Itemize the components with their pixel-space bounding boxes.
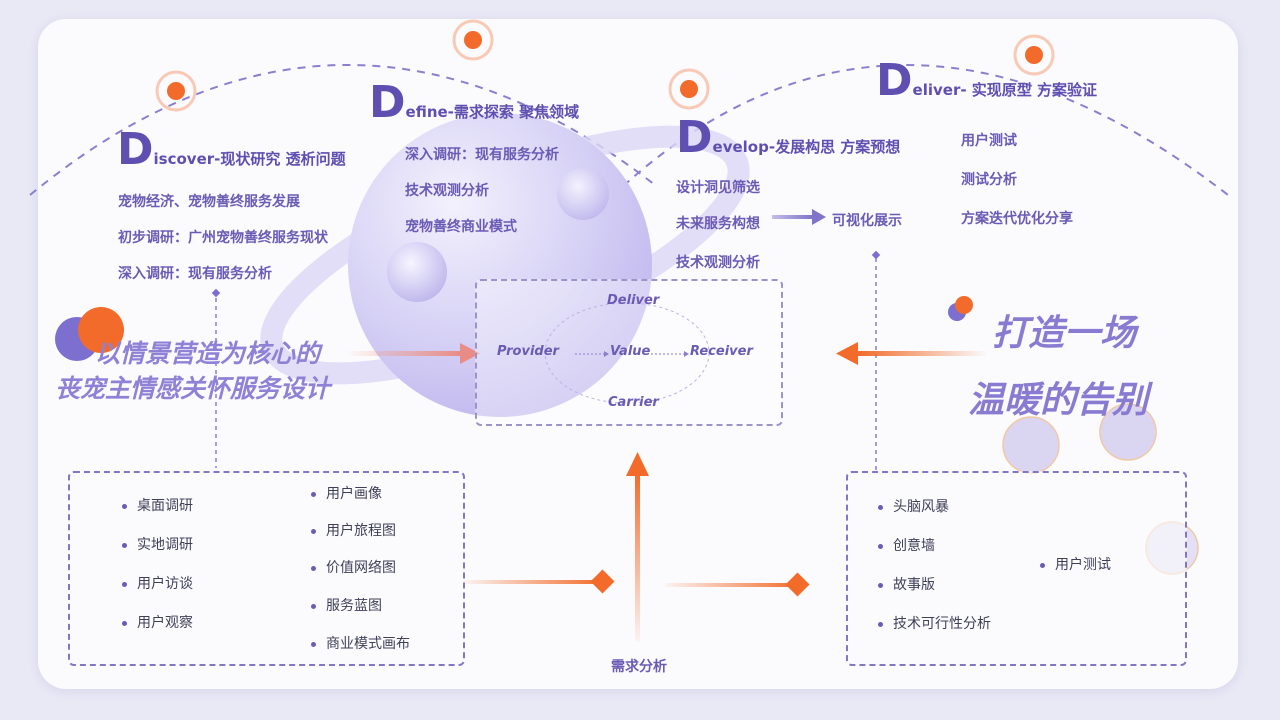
- ideation-item: 故事版: [878, 574, 935, 594]
- left-slogan-line2: 丧宠主情感关怀服务设计: [55, 374, 331, 403]
- develop-heading: Develop-发展构思 方案预想: [676, 112, 901, 163]
- deliver-item: 方案迭代优化分享: [961, 211, 1073, 227]
- left-arrow-head: [460, 343, 480, 364]
- value-model-box: Deliver Provider Value Receiver Carrier: [475, 279, 783, 426]
- arc-dot-1: [155, 70, 197, 112]
- right-slogan-line2: 温暖的告别: [968, 380, 1149, 421]
- right-arrow-head: [836, 342, 858, 365]
- define-heading: Define-需求探索 聚焦领域: [369, 77, 580, 128]
- define-item: 深入调研：现有服务分析: [405, 147, 559, 163]
- deco-ball-1: [1002, 416, 1060, 474]
- bottom-left-line: [463, 580, 603, 584]
- method-item: 实地调研: [122, 534, 193, 554]
- method-item: 用户观察: [122, 612, 193, 632]
- right-arrow-shaft: [858, 351, 988, 356]
- discover-item: 深入调研：现有服务分析: [118, 266, 272, 282]
- ideation-item: 技术可行性分析: [878, 613, 991, 633]
- receiver-node: Receiver: [690, 344, 753, 359]
- value-loop: [544, 302, 710, 404]
- moon-small: [557, 168, 609, 220]
- method-item: 价值网络图: [311, 557, 396, 577]
- discover-item: 初步调研：广州宠物善终服务现状: [118, 230, 328, 246]
- provider-node: Provider: [497, 344, 559, 359]
- ideation-item: 头脑风暴: [878, 496, 949, 516]
- define-item: 宠物善终商业模式: [405, 219, 517, 235]
- develop-item: 设计洞见筛选: [676, 180, 760, 196]
- value-node: Value: [610, 344, 651, 359]
- deliver-arc: [559, 64, 1229, 251]
- develop-item: 未来服务构想: [676, 216, 760, 232]
- method-item: 用户画像: [311, 483, 382, 503]
- arc-dot-4: [1013, 34, 1055, 76]
- deliver-heading: Deliver- 实现原型 方案验证: [876, 55, 1098, 106]
- carrier-node: Carrier: [608, 395, 659, 410]
- visualization-label: 可视化展示: [832, 213, 902, 229]
- slogan-circle-orange: [78, 307, 124, 353]
- arc-dot-2: [452, 19, 494, 61]
- deliver-node: Deliver: [607, 293, 660, 308]
- right-slogan-line1: 打造一场: [992, 313, 1137, 354]
- method-item: 用户访谈: [122, 573, 193, 593]
- method-item: 用户旅程图: [311, 520, 396, 540]
- discover-item: 宠物经济、宠物善终服务发展: [118, 194, 300, 210]
- deco-ball-2: [1099, 403, 1157, 461]
- left-arrow-shaft: [345, 351, 460, 356]
- deliver-item: 用户测试: [961, 133, 1017, 149]
- needs-analysis-label: 需求分析: [611, 659, 667, 675]
- discover-arc: [29, 64, 656, 196]
- deliver-item: 测试分析: [961, 172, 1017, 188]
- right-dot-orange: [955, 296, 973, 314]
- method-item: 商业模式画布: [311, 633, 410, 653]
- develop-item: 技术观测分析: [676, 255, 760, 271]
- method-item: 服务蓝图: [311, 595, 382, 615]
- moon-left: [387, 242, 447, 302]
- research-methods-box: [68, 471, 465, 666]
- ideation-item: 用户测试: [1040, 554, 1111, 574]
- left-slogan-line1: 以情景营造为核心的: [95, 339, 321, 368]
- method-item: 桌面调研: [122, 495, 193, 515]
- bottom-right-line: [665, 583, 800, 587]
- define-item: 技术观测分析: [405, 183, 489, 199]
- ideation-item: 创意墙: [878, 535, 935, 555]
- up-arrow-head: [626, 452, 649, 476]
- arc-dot-3: [668, 68, 710, 110]
- vertical-up-line: [635, 472, 640, 642]
- discover-heading: Discover-现状研究 透析问题: [117, 124, 346, 175]
